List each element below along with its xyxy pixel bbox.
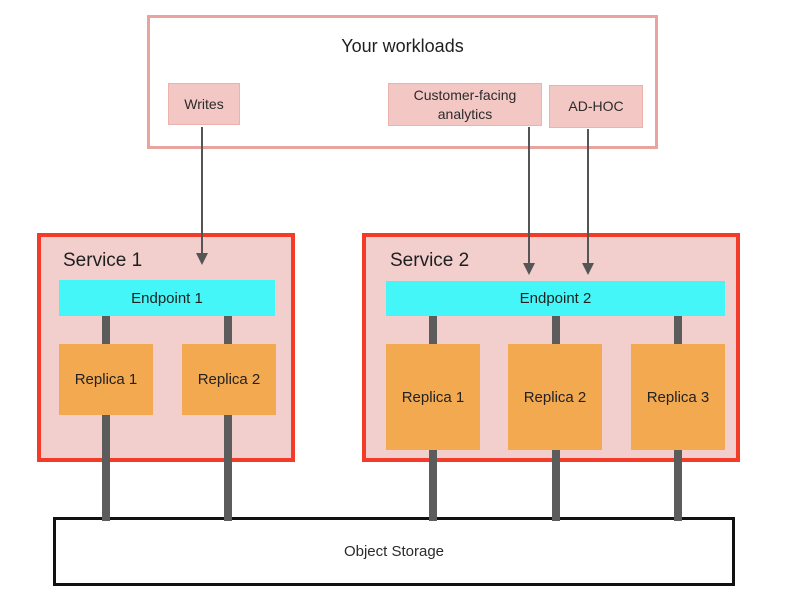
service2-replica3: Replica 3 [631,344,725,450]
service2-replica2: Replica 2 [508,344,602,450]
workload-customer-facing-analytics: Customer-facing analytics [388,83,542,126]
pipe-s1-replica2-storage [224,415,232,521]
object-storage-label: Object Storage [343,543,445,560]
pipe-s1-endpoint-replica1 [102,316,110,344]
arrow-writes-to-endpoint1 [196,127,208,265]
pipe-s2-endpoint-replica2 [552,316,560,344]
service1-endpoint: Endpoint 1 [59,280,275,316]
arrow-adhoc-to-endpoint2 [582,129,594,275]
service1-replica1: Replica 1 [59,344,153,415]
pipe-s2-endpoint-replica1 [429,316,437,344]
service1-replica2: Replica 2 [182,344,276,415]
arrow-analytics-to-endpoint2 [523,127,535,275]
pipe-s2-replica3-storage [674,450,682,521]
pipe-s1-endpoint-replica2 [224,316,232,344]
service2-box: Service 2 Endpoint 2 Replica 1 Replica 2… [362,233,740,462]
pipe-s2-replica1-storage [429,450,437,521]
workloads-title: Your workloads [341,36,464,56]
workload-writes: Writes [168,83,240,125]
pipe-s2-endpoint-replica3 [674,316,682,344]
service2-title: Service 2 [390,250,470,271]
object-storage-box: Object Storage [53,517,735,586]
service1-title: Service 1 [63,250,143,271]
service2-endpoint: Endpoint 2 [386,281,725,316]
service2-replica1: Replica 1 [386,344,480,450]
workloads-box: Your workloads Writes Customer-facing an… [147,15,658,149]
service1-box: Service 1 Endpoint 1 Replica 1 Replica 2 [37,233,295,462]
pipe-s1-replica1-storage [102,415,110,521]
workload-ad-hoc: AD-HOC [549,85,643,128]
pipe-s2-replica2-storage [552,450,560,521]
